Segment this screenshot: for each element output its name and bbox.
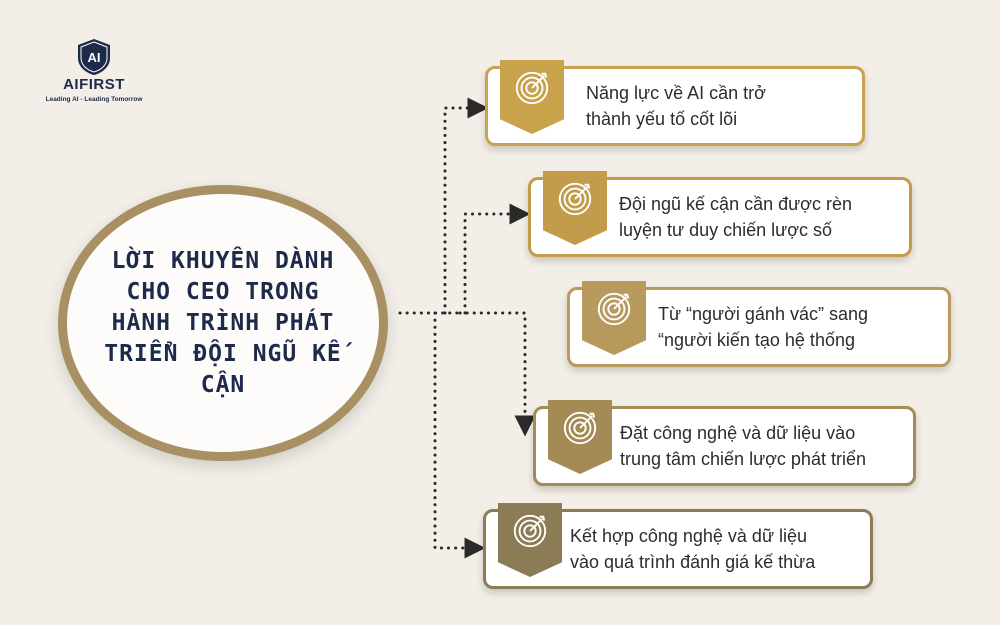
target-icon [515, 71, 549, 105]
badge-4 [548, 400, 612, 474]
brand-tagline: Leading AI - Leading Tomorrow [45, 96, 143, 103]
logo-mark: AI [88, 50, 101, 65]
target-icon [563, 411, 597, 445]
connector-line-1 [443, 97, 489, 315]
center-title: LỜI KHUYÊN DÀNH CHO CEO TRONG HÀNH TRÌNH… [104, 247, 342, 398]
card-2-text: Đội ngũ kế cận cần được rèn luyện tư duy… [619, 194, 852, 240]
card-5: Kết hợp công nghệ và dữ liệu vào quá trì… [483, 503, 873, 589]
target-icon [597, 292, 631, 326]
badge-2 [543, 171, 607, 245]
card-4: Đặt công nghệ và dữ liệu vào trung tâm c… [533, 400, 916, 486]
brand-name: AIFIRST [63, 76, 125, 93]
connector-line-4 [458, 311, 536, 437]
center-circle: LỜI KHUYÊN DÀNH CHO CEO TRONG HÀNH TRÌNH… [58, 185, 388, 461]
connector-line-2 [463, 203, 531, 315]
card-3-text: Từ “người gánh vác” sang “người kiến tạo… [658, 304, 868, 350]
shield-logo-icon: AI [78, 39, 110, 75]
card-2: Đội ngũ kế cận cần được rèn luyện tư duy… [528, 171, 912, 257]
target-icon [558, 182, 592, 216]
connector-line-5 [433, 311, 486, 559]
badge-5 [498, 503, 562, 577]
target-icon [513, 514, 547, 548]
badge-1 [500, 60, 564, 134]
card-5-text: Kết hợp công nghệ và dữ liệu vào quá trì… [570, 526, 816, 572]
card-3: Từ “người gánh vác” sang “người kiến tạo… [567, 281, 951, 367]
card-4-text: Đặt công nghệ và dữ liệu vào trung tâm c… [620, 423, 866, 469]
card-1-text: Năng lực về AI cần trở thành yếu tố cốt … [586, 83, 766, 129]
card-1: Năng lực về AI cần trở thành yếu tố cốt … [485, 60, 865, 146]
badge-3 [582, 281, 646, 355]
brand-logo: AI AIFIRST Leading AI - Leading Tomorrow [34, 38, 154, 103]
